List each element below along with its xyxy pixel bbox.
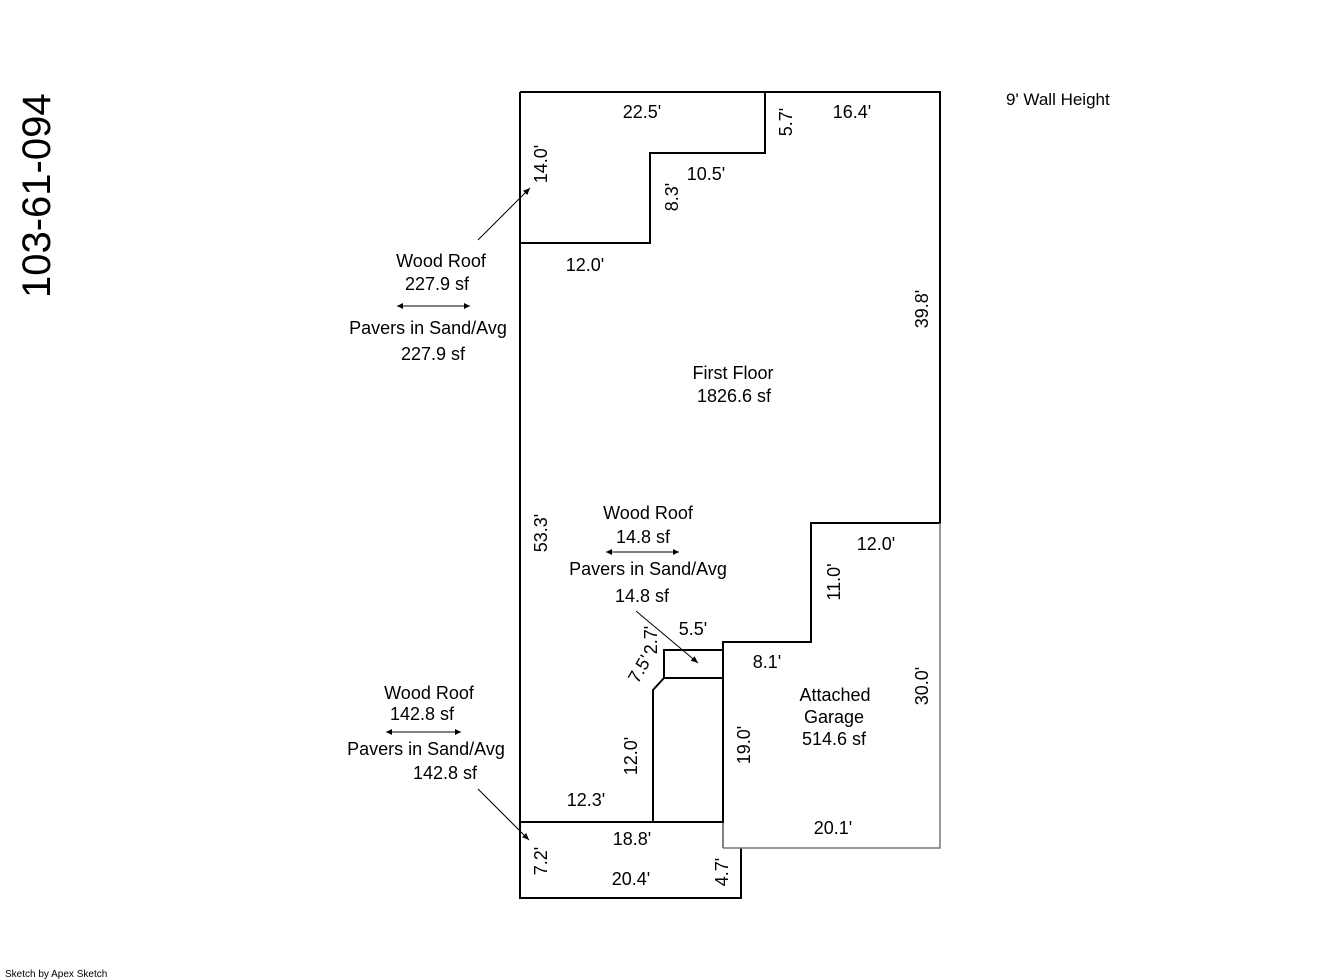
bottom-porch-pavers-label: Pavers in Sand/Avg bbox=[347, 739, 505, 759]
top-porch-leader-arrow bbox=[477, 187, 531, 241]
sketch-credit: Sketch by Apex Sketch bbox=[5, 969, 107, 980]
dim-label: 16.4' bbox=[833, 102, 871, 122]
garage-name-line2: Garage bbox=[804, 707, 864, 727]
dim-label: 11.0' bbox=[824, 563, 844, 600]
dim-label: 19.0' bbox=[734, 726, 754, 764]
dim-label: 12.0' bbox=[857, 534, 895, 554]
garage-name-line1: Attached bbox=[799, 685, 870, 705]
bottom-porch-outline bbox=[519, 822, 742, 899]
top-porch-outline bbox=[520, 92, 766, 244]
dim-label: 4.7' bbox=[712, 858, 732, 886]
wall-height-note: 9' Wall Height bbox=[1006, 90, 1110, 109]
top-porch-pavers-area: 227.9 sf bbox=[401, 344, 466, 364]
dim-label: 20.4' bbox=[612, 869, 650, 889]
garage-area: 514.6 sf bbox=[802, 729, 867, 749]
dim-label: 2.7' bbox=[641, 626, 661, 654]
top-porch-pavers-label: Pavers in Sand/Avg bbox=[349, 318, 507, 338]
dim-label: 8.1' bbox=[753, 652, 781, 672]
dim-label: 12.0' bbox=[621, 737, 641, 775]
first-floor-outline bbox=[519, 91, 941, 823]
mid-porch-step-line bbox=[652, 677, 665, 822]
top-porch-roof-area: 227.9 sf bbox=[405, 274, 470, 294]
dim-label: 7.5' bbox=[624, 652, 656, 687]
bottom-porch-pavers-area: 142.8 sf bbox=[413, 763, 478, 783]
parcel-id: 103-61-094 bbox=[15, 93, 59, 298]
dim-label: 10.5' bbox=[687, 164, 725, 184]
dim-label: 7.2' bbox=[531, 847, 551, 875]
bottom-porch-roof-area: 142.8 sf bbox=[390, 704, 455, 724]
garage-outline bbox=[723, 523, 941, 849]
mid-porch-pavers-label: Pavers in Sand/Avg bbox=[569, 559, 727, 579]
dim-label: 12.0' bbox=[566, 255, 604, 275]
dim-label: 5.7' bbox=[776, 108, 796, 136]
dim-label: 12.3' bbox=[567, 790, 605, 810]
dim-label: 53.3' bbox=[531, 514, 551, 552]
dim-label: 20.1' bbox=[814, 818, 852, 838]
first-floor-name: First Floor bbox=[693, 363, 774, 383]
mid-porch-leader-arrow bbox=[635, 610, 699, 664]
dim-label: 5.5' bbox=[679, 619, 707, 639]
mid-porch-roof-area: 14.8 sf bbox=[616, 527, 671, 547]
dim-label: 30.0' bbox=[912, 667, 932, 705]
first-floor-area: 1826.6 sf bbox=[697, 386, 772, 406]
dim-label: 18.8' bbox=[613, 829, 651, 849]
dim-label: 22.5' bbox=[623, 102, 661, 122]
top-porch-roof-label: Wood Roof bbox=[396, 251, 487, 271]
dim-label: 8.3' bbox=[662, 183, 682, 211]
mid-porch-roof-label: Wood Roof bbox=[603, 503, 694, 523]
bottom-porch-leader-arrow bbox=[477, 788, 530, 841]
bottom-porch-roof-label: Wood Roof bbox=[384, 683, 475, 703]
dim-label: 14.0' bbox=[531, 145, 551, 183]
mid-porch-outline bbox=[663, 649, 723, 679]
mid-porch-pavers-area: 14.8 sf bbox=[615, 586, 670, 606]
dim-label: 39.8' bbox=[912, 290, 932, 328]
